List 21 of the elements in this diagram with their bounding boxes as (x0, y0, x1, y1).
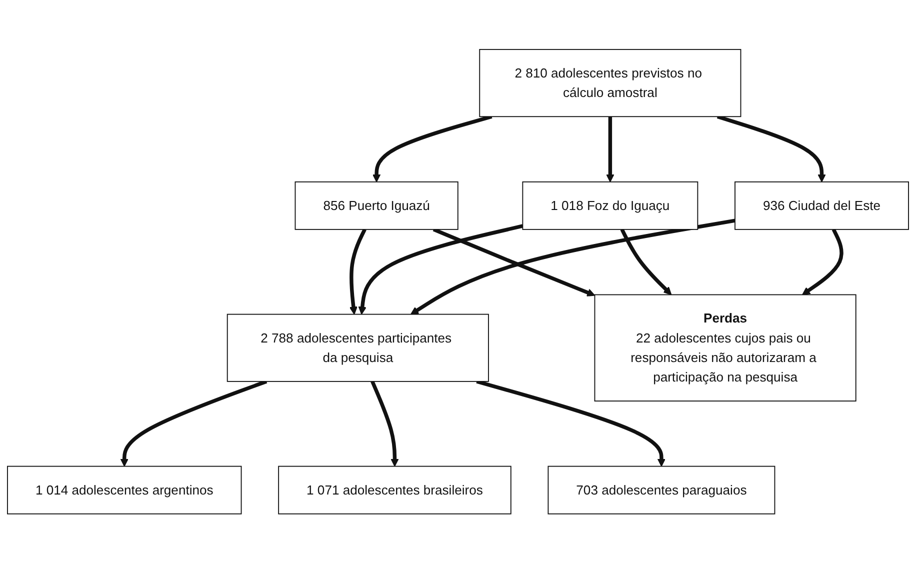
arrow (476, 379, 666, 466)
node-box: 1 071 adolescentes brasileiros (278, 466, 512, 514)
node-box: Perdas 22 adolescentes cujos pais ou responsáveis não autorizaram a participação na pesquisa (594, 294, 856, 402)
arrow (802, 228, 844, 295)
arrow (606, 116, 614, 182)
node-box: 703 adolescentes paraguaios (548, 466, 776, 514)
node-box: 2 810 adolescentes previstos no cálculo amostral (479, 48, 742, 117)
node-box: 936 Ciudad del Este (734, 181, 909, 230)
arrow (349, 228, 366, 314)
arrow (120, 380, 268, 466)
arrow (370, 380, 399, 466)
arrow (410, 218, 736, 314)
node-box: 2 788 adolescentes participantes da pesquisa (226, 314, 489, 382)
arrow (372, 114, 492, 182)
arrow (432, 228, 596, 296)
node-box: 1 014 adolescentes argentinos (7, 466, 242, 514)
node-box: 1 018 Foz do Iguaçu (522, 181, 698, 230)
node-box: 856 Puerto Iguazú (294, 181, 458, 230)
arrow (620, 228, 672, 295)
arrow (358, 224, 524, 314)
arrow (716, 114, 826, 182)
